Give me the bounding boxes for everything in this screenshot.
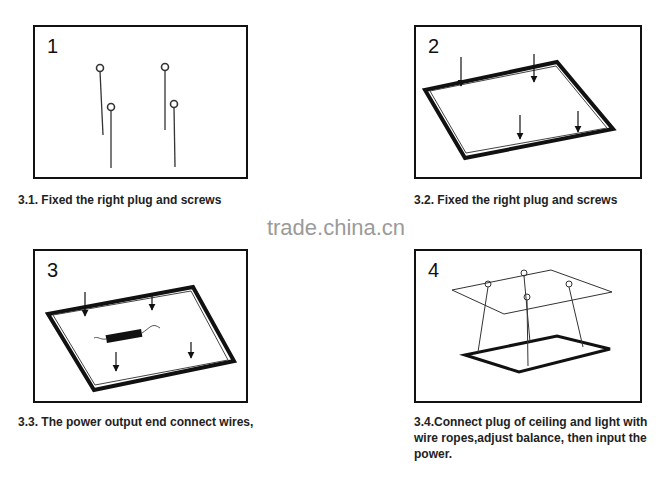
step-panel: 23.2. Fixed the right plug and screws <box>414 25 642 179</box>
step-caption: 3.1. Fixed the right plug and screws <box>18 192 221 208</box>
step-caption: 3.4.Connect plug of ceiling and light wi… <box>414 414 666 462</box>
screw-rods <box>97 64 178 169</box>
step-panel: 33.3. The power output end connect wires… <box>33 249 248 403</box>
step-caption: 3.2. Fixed the right plug and screws <box>414 192 617 208</box>
watermark: trade.china.cn <box>267 215 405 241</box>
step-number: 4 <box>428 259 439 282</box>
step-panel: 13.1. Fixed the right plug and screws <box>33 25 248 179</box>
step-caption: 3.3. The power output end connect wires, <box>18 414 253 430</box>
step-number: 2 <box>428 35 439 58</box>
step-panel: 43.4.Connect plug of ceiling and light w… <box>414 249 642 403</box>
panel-frame-driver <box>48 287 234 390</box>
panel-frame <box>425 54 613 158</box>
hanging-assembly <box>452 270 612 372</box>
step-number: 1 <box>47 35 58 58</box>
step-number: 3 <box>47 259 58 282</box>
